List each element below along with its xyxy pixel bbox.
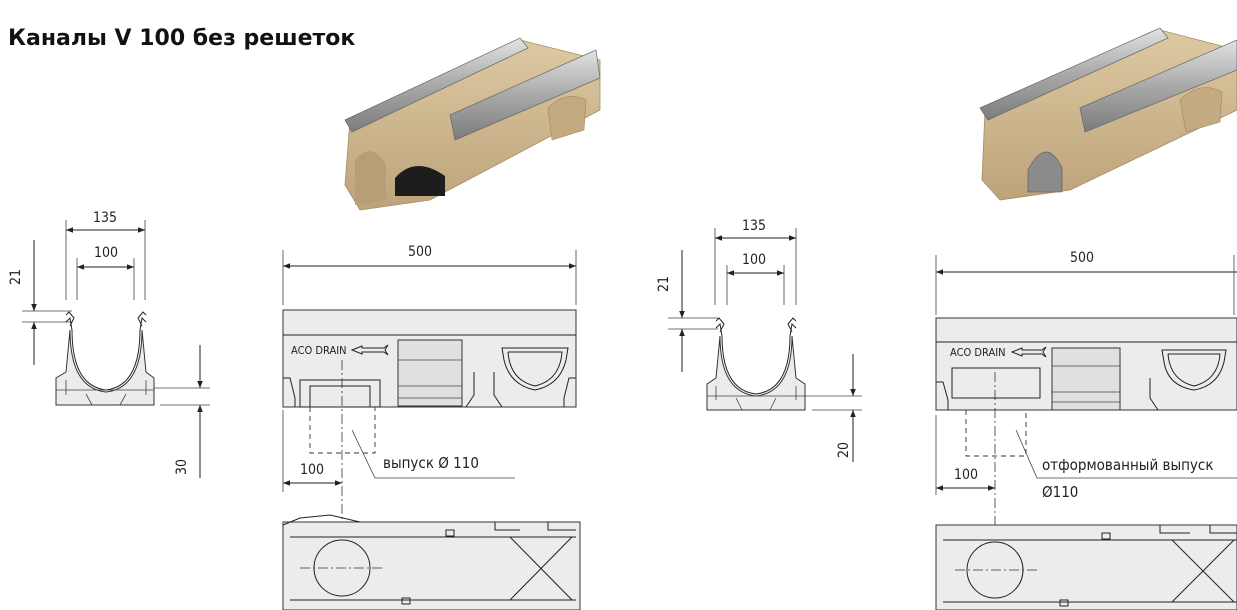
channel-photo-left — [344, 37, 601, 211]
dim-rail-right: 21 — [656, 276, 672, 292]
channel-photo-right — [979, 27, 1237, 201]
dim-outlet-offset-right: 100 — [954, 467, 978, 483]
dim-top-outer-right: 135 — [742, 218, 766, 234]
dim-top-outer-left: 135 — [93, 210, 117, 226]
page-title: Каналы V 100 без решеток — [8, 26, 356, 51]
dim-top-inner-right: 100 — [742, 252, 766, 268]
outlet-label-right: отформованный выпуск — [1042, 456, 1213, 474]
dim-bottom-right: 20 — [836, 442, 852, 458]
dim-outlet-offset-left: 100 — [300, 462, 324, 478]
dim-length-right: 500 — [1070, 250, 1094, 266]
dim-top-inner-left: 100 — [94, 245, 118, 261]
aco-logo-right: ACO DRAIN — [950, 346, 1006, 359]
side-view-right: 500 ACO DRAIN отформованный выпуск Ø110 … — [935, 250, 1237, 610]
cross-section-right: 135 100 21 20 — [656, 218, 862, 462]
dim-bottom-left: 30 — [174, 459, 190, 475]
side-view-left: 500 ACO DRAIN выпуск Ø 110 100 — [282, 244, 577, 610]
dim-rail-left: 21 — [8, 269, 24, 285]
cross-section-left: 135 100 21 30 — [8, 210, 210, 478]
outlet-label-left: выпуск Ø 110 — [383, 454, 479, 472]
aco-logo-left: ACO DRAIN — [291, 344, 347, 357]
dim-length-left: 500 — [408, 244, 432, 260]
top-view-right — [935, 524, 1237, 610]
top-view-left — [282, 514, 581, 610]
outlet-diameter-right: Ø110 — [1042, 483, 1078, 501]
